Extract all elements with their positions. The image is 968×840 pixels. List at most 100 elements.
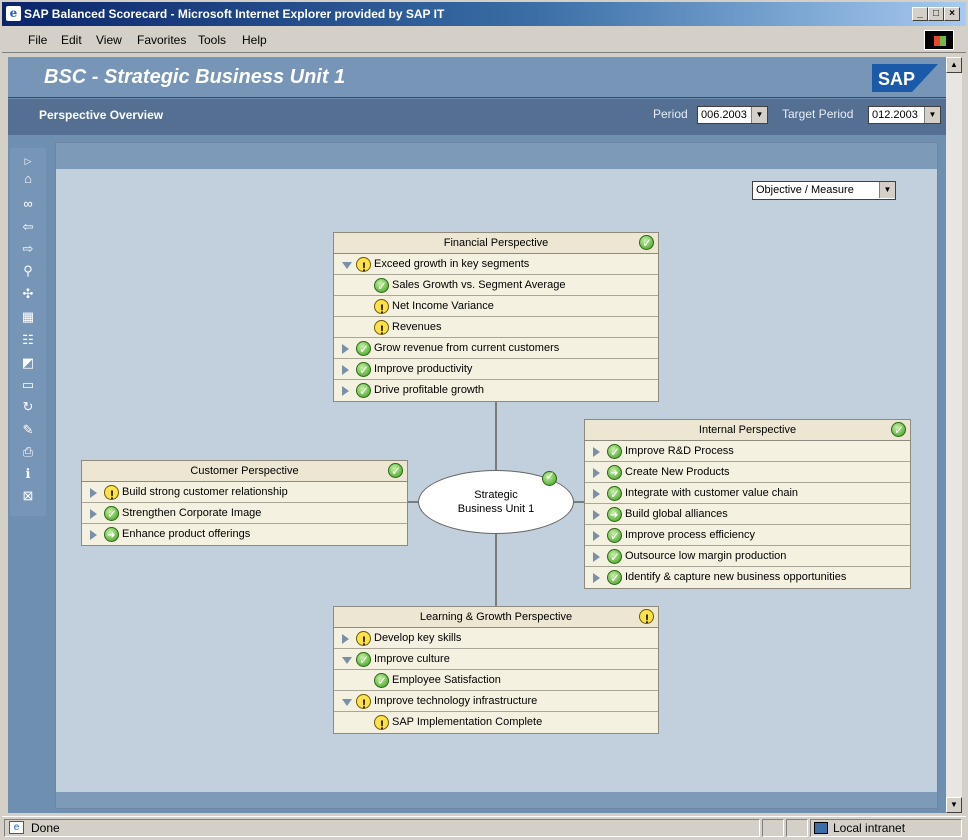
objective-row[interactable]: Integrate with customer value chain xyxy=(585,483,910,504)
objective-row[interactable]: Improve culture xyxy=(334,649,658,670)
canvas-top-bar xyxy=(56,143,937,169)
expand-triangle-icon[interactable] xyxy=(593,447,600,457)
objective-row[interactable]: Strengthen Corporate Image xyxy=(82,503,407,524)
strategy-map-icon[interactable]: ✣ xyxy=(22,286,34,301)
table-icon[interactable]: ▦ xyxy=(21,309,35,324)
connector-line xyxy=(574,501,585,503)
row-label: Improve technology infrastructure xyxy=(374,695,538,707)
expand-triangle-icon[interactable] xyxy=(593,573,600,583)
target-period-select[interactable]: 012.2003 ▼ xyxy=(868,106,941,124)
refresh-icon[interactable]: ↻ xyxy=(22,399,34,414)
close-window-button[interactable]: × xyxy=(944,7,960,21)
chevron-down-icon[interactable]: ▼ xyxy=(879,182,895,198)
period-label: Period xyxy=(653,107,688,121)
maximize-button[interactable]: □ xyxy=(928,7,944,21)
scroll-down-icon[interactable]: ▼ xyxy=(946,797,962,813)
folder-icon[interactable]: ▭ xyxy=(21,377,35,392)
perspective-header[interactable]: Customer Perspective xyxy=(82,461,407,482)
hierarchy-icon[interactable]: ☷ xyxy=(22,332,34,347)
chevron-down-icon[interactable]: ▼ xyxy=(751,107,767,123)
period-select[interactable]: 006.2003 ▼ xyxy=(697,106,768,124)
row-label: Strengthen Corporate Image xyxy=(122,507,262,519)
objective-row[interactable]: Exceed growth in key segments xyxy=(334,254,658,277)
perspective-header[interactable]: Financial Perspective xyxy=(334,233,658,254)
subheader-bar xyxy=(8,99,946,135)
expand-triangle-icon[interactable] xyxy=(593,468,600,478)
back-arrow-icon[interactable]: ⇦ xyxy=(22,219,34,234)
status-ok-icon xyxy=(891,420,906,440)
objective-row[interactable]: Improve R&D Process xyxy=(585,441,910,462)
intranet-icon xyxy=(814,822,828,834)
menu-tools[interactable]: Tools xyxy=(198,33,227,47)
view-mode-value: Objective / Measure xyxy=(756,184,854,196)
chevron-down-icon[interactable]: ▼ xyxy=(924,107,940,123)
objective-row[interactable]: Build global alliances xyxy=(585,504,910,526)
status-ok-icon xyxy=(104,504,119,524)
pencil-icon[interactable]: ✎ xyxy=(22,422,34,437)
status-ok-icon xyxy=(607,547,622,567)
node-label-line2: Business Unit 1 xyxy=(457,503,535,515)
menu-edit[interactable]: Edit xyxy=(61,33,82,47)
perspective-header[interactable]: Learning & Growth Perspective xyxy=(334,607,658,629)
row-label: Net Income Variance xyxy=(392,300,494,312)
objective-row[interactable]: Build strong customer relationship xyxy=(82,482,407,505)
forward-arrow-icon[interactable]: ⇨ xyxy=(22,241,34,256)
status-ok-icon xyxy=(374,671,389,691)
glasses-icon[interactable]: ∞ xyxy=(23,196,33,211)
scroll-up-icon[interactable]: ▲ xyxy=(946,57,962,73)
measure-row[interactable]: Sales Growth vs. Segment Average xyxy=(334,275,658,296)
expand-triangle-icon[interactable] xyxy=(90,530,97,540)
view-mode-select[interactable]: Objective / Measure ▼ xyxy=(752,181,896,200)
perspective-header[interactable]: Internal Perspective xyxy=(585,420,910,441)
expand-triangle-icon[interactable] xyxy=(342,634,349,644)
measure-row[interactable]: SAP Implementation Complete xyxy=(334,712,658,735)
home-icon[interactable]: ⌂ xyxy=(24,171,32,186)
collapse-triangle-icon[interactable] xyxy=(342,262,352,269)
learning-growth-perspective-panel: Learning & Growth PerspectiveDevelop key… xyxy=(333,606,659,735)
objective-row[interactable]: Improve productivity xyxy=(334,359,658,380)
objective-row[interactable]: Drive profitable growth xyxy=(334,380,658,401)
split-view-icon[interactable]: ◩ xyxy=(21,355,35,370)
expand-triangle-icon[interactable] xyxy=(593,531,600,541)
close-icon[interactable]: ⊠ xyxy=(22,488,34,503)
vertical-scrollbar[interactable]: ▲ ▼ xyxy=(946,57,962,813)
minimize-button[interactable]: _ xyxy=(912,7,928,21)
measure-row[interactable]: Employee Satisfaction xyxy=(334,670,658,691)
collapse-triangle-icon[interactable] xyxy=(342,699,352,706)
expand-triangle-icon[interactable] xyxy=(593,552,600,562)
expand-triangle-icon[interactable] xyxy=(342,344,349,354)
expand-triangle-icon[interactable] xyxy=(90,509,97,519)
expand-triangle-icon[interactable] xyxy=(593,510,600,520)
expand-triangle-icon[interactable] xyxy=(342,386,349,396)
objective-row[interactable]: Identify & capture new business opportun… xyxy=(585,567,910,588)
menu-help[interactable]: Help xyxy=(242,33,267,47)
row-label: Build global alliances xyxy=(625,508,728,520)
expand-triangle-icon[interactable] xyxy=(593,489,600,499)
status-ok-icon xyxy=(607,484,622,504)
window-titlebar: e SAP Balanced Scorecard - Microsoft Int… xyxy=(2,2,966,26)
objective-row[interactable]: Develop key skills xyxy=(334,628,658,651)
objective-row[interactable]: Outsource low margin production xyxy=(585,546,910,567)
print-icon[interactable]: ⎙ xyxy=(22,444,34,459)
menu-file[interactable]: File xyxy=(28,33,48,47)
objective-row[interactable]: Improve process efficiency xyxy=(585,525,910,546)
objective-row[interactable]: Enhance product offerings xyxy=(82,524,407,546)
status-ok-icon xyxy=(356,360,371,380)
cause-effect-icon[interactable]: ⚲ xyxy=(23,263,33,278)
measure-row[interactable]: Net Income Variance xyxy=(334,296,658,319)
objective-row[interactable]: Grow revenue from current customers xyxy=(334,338,658,359)
objective-row[interactable]: Create New Products xyxy=(585,462,910,484)
menu-view[interactable]: View xyxy=(96,33,122,47)
expand-triangle-icon[interactable] xyxy=(90,488,97,498)
measure-row[interactable]: Revenues xyxy=(334,317,658,340)
collapse-triangle-icon[interactable] xyxy=(342,657,352,664)
status-ok-icon xyxy=(542,469,557,486)
target-period-label: Target Period xyxy=(782,107,854,121)
expand-toolbar-icon[interactable]: ▷ xyxy=(24,156,32,166)
expand-triangle-icon[interactable] xyxy=(342,365,349,375)
info-icon[interactable]: ℹ xyxy=(25,466,31,481)
menu-favorites[interactable]: Favorites xyxy=(137,33,187,47)
status-ok-icon xyxy=(607,568,622,588)
objective-row[interactable]: Improve technology infrastructure xyxy=(334,691,658,714)
canvas-bottom-bar xyxy=(56,792,937,808)
